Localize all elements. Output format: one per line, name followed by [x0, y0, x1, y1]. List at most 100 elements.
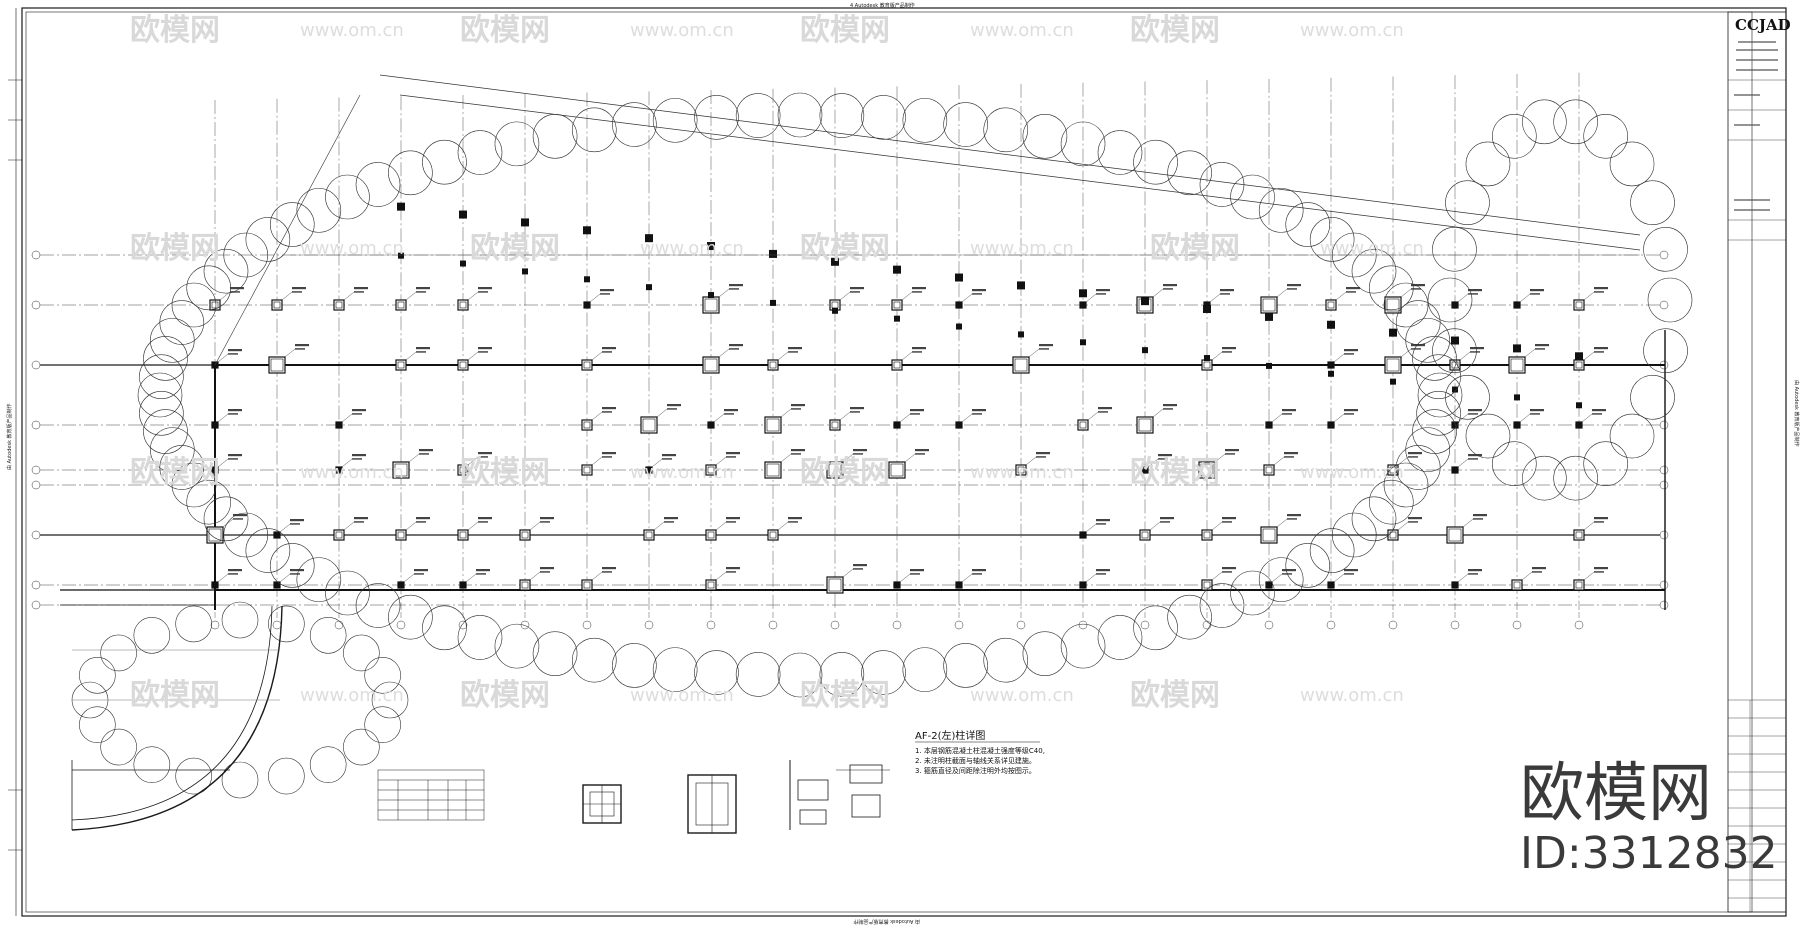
axis-bubble [644, 620, 654, 630]
label-text-mark [791, 408, 801, 410]
column-mark [457, 359, 469, 371]
cloud-arc [133, 746, 171, 784]
leader-line [1276, 518, 1288, 528]
leader-line [839, 291, 851, 301]
cloud-arc [422, 139, 467, 185]
cloud-arc [1230, 174, 1275, 220]
watermark-url: www.om.cn [300, 685, 404, 706]
column-mark [459, 210, 467, 219]
column-mark-inner [766, 463, 780, 477]
column-mark [705, 529, 717, 541]
label-text-mark [1468, 409, 1482, 412]
column-mark [1573, 359, 1585, 371]
watermark-url: www.om.cn [640, 238, 744, 259]
watermark-brand: 欧模网 [800, 678, 890, 713]
label-text-mark [664, 521, 674, 523]
column-mark [581, 419, 593, 431]
column-mark-inner [642, 418, 656, 432]
axis-bubble [830, 620, 840, 630]
axis-bubble [396, 620, 406, 630]
label-text-mark [1594, 567, 1608, 570]
label-text-mark [1039, 348, 1049, 350]
label-text-mark [791, 453, 801, 455]
label-text-mark [1408, 456, 1418, 458]
notes-block: AF-2(左)柱详图 1. 本层钢筋混凝土柱混凝土强度等级C40, 2. 未注明… [915, 729, 1045, 775]
column-mark-inner [1327, 301, 1335, 309]
column-mark [645, 234, 653, 243]
axis-bubble [1202, 620, 1212, 630]
column-mark [460, 260, 466, 267]
revision-clouds [71, 92, 1693, 799]
big-watermark-id: ID:3312832 [1520, 828, 1778, 879]
watermark-url: www.om.cn [970, 20, 1074, 41]
axis-bubble [1326, 620, 1336, 630]
label-text-mark [667, 408, 677, 410]
label-text-mark [1098, 411, 1108, 413]
column-mark [893, 421, 901, 429]
leader-line [899, 573, 911, 583]
leader-line [1211, 521, 1223, 531]
label-text-mark [1344, 409, 1358, 412]
cloud-arc [171, 282, 217, 328]
label-text-mark [478, 517, 492, 520]
section-detail-3 [789, 760, 829, 830]
cloud-arc [1412, 409, 1457, 454]
label-text-mark [414, 569, 428, 572]
label-text-mark [1282, 413, 1292, 415]
column-mark [581, 464, 593, 476]
label-text-mark [1225, 453, 1235, 455]
column-mark [521, 218, 529, 227]
column-mark-inner [521, 581, 529, 589]
label-text-mark [540, 567, 554, 570]
label-text-mark [1287, 284, 1301, 287]
label-text-mark [540, 521, 550, 523]
column-mark [707, 421, 715, 429]
axis-bubble [31, 480, 41, 490]
column-mark [1136, 416, 1154, 434]
label-text-mark [664, 517, 678, 520]
leader-line [217, 458, 229, 468]
leader-line [961, 413, 973, 423]
axis-bubble [892, 620, 902, 630]
cloud-arc [735, 652, 781, 697]
label-text-mark [228, 569, 242, 572]
label-text-mark [1287, 518, 1297, 520]
label-text-mark [416, 291, 426, 293]
column-mark-inner [1203, 531, 1211, 539]
label-text-mark [1287, 514, 1301, 517]
watermark-url: www.om.cn [1300, 20, 1404, 41]
curved-wing [71, 605, 283, 831]
axis-bubble [1659, 600, 1669, 610]
column-mark [211, 466, 219, 474]
column-mark [1575, 421, 1583, 429]
label-text-mark [1594, 517, 1608, 520]
column-mark-inner [1262, 298, 1276, 312]
axis-grid [31, 72, 1669, 630]
column-labels [214, 284, 1608, 618]
label-text-mark [1163, 404, 1177, 407]
leader-line [842, 453, 854, 463]
cloud-arc [268, 605, 305, 643]
label-text-mark [1470, 347, 1484, 350]
label-text-mark [1344, 413, 1354, 415]
leader-line [405, 521, 417, 531]
label-text-mark [354, 517, 368, 520]
axis-bubble [1659, 480, 1669, 490]
column-mark [705, 464, 717, 476]
label-text-mark [1282, 569, 1296, 572]
cloud-arc [1351, 248, 1397, 294]
leader-line [1457, 293, 1469, 303]
leader-line [467, 351, 479, 361]
cloud-arc [1416, 391, 1461, 436]
title-block-logo: CCJAD [1735, 16, 1791, 34]
cloud-arc [223, 232, 269, 278]
column-mark [1015, 464, 1027, 476]
column-mark [1573, 579, 1585, 591]
left-caption: 由 Autodesk 教育版产品制作 [6, 403, 13, 470]
watermark-url: www.om.cn [300, 20, 404, 41]
label-text-mark [1096, 289, 1110, 292]
cloud-arc [269, 543, 315, 588]
column-mark-inner [1575, 581, 1583, 589]
label-text-mark [1411, 344, 1425, 347]
